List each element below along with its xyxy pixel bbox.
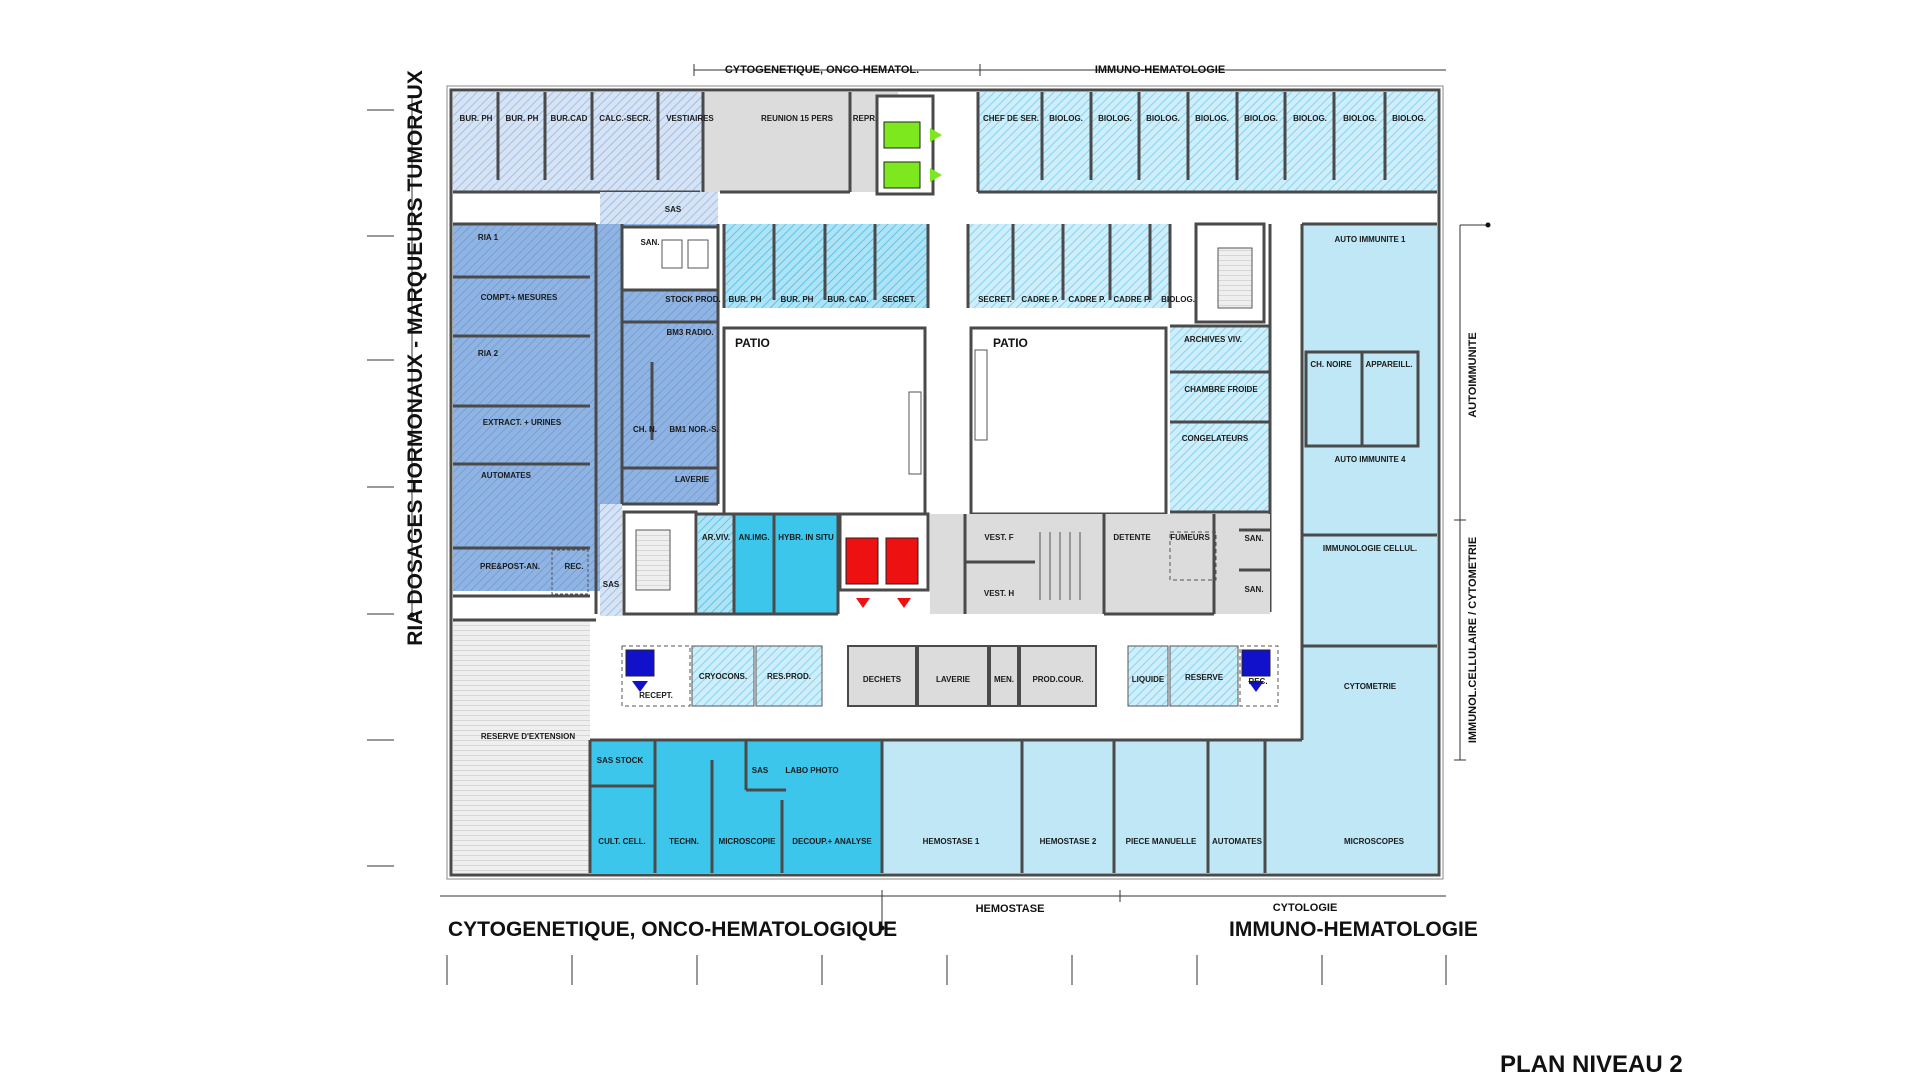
room-label-corr-7: PROD.COUR. (1032, 675, 1083, 684)
room-label-corr-2: CRYOCONS. (699, 672, 747, 681)
room-label-core-stock: STOCK PROD. (665, 295, 720, 304)
room-label-um-5: SECRET. (978, 295, 1012, 304)
room-label-bot-8: DECOUP.+ ANALYSE (792, 837, 872, 846)
room-label-um-9: BIOLOG. (1161, 295, 1195, 304)
room-label-top-2: BUR. PH (506, 114, 539, 123)
room-label-top-8: CHEF DE SER. (983, 114, 1039, 123)
room-label-um-4: SECRET. (882, 295, 916, 304)
room-label-core-sas: SAS (665, 205, 682, 214)
zone-bottom-right-small: CYTOLOGIE (1273, 902, 1338, 914)
zone-top-right: IMMUNO-HEMATOLOGIE (1095, 64, 1225, 76)
room-label-top-15: BIOLOG. (1343, 114, 1377, 123)
room-label-lm-6: FUMEURS (1170, 533, 1210, 542)
room-label-top-7: REPR. (853, 114, 877, 123)
room-label-core-bm3: BM3 RADIO. (666, 328, 713, 337)
room-label-top-5: VESTIAIRES (666, 114, 714, 123)
room-label-lm-1: AR.VIV. (702, 533, 730, 542)
room-label-core-bm1: BM1 NOR.-S. (669, 425, 718, 434)
room-label-bot-13: MICROSCOPES (1344, 837, 1405, 846)
room-label-corr-9: RESERVE (1185, 673, 1224, 682)
room-label-core-sas2: SAS (603, 580, 620, 589)
zone-bottom-mid: HEMOSTASE (976, 903, 1045, 915)
room-label-bot-12: AUTOMATES (1212, 837, 1263, 846)
room-label-ria-4: EXTRACT. + URINES (483, 418, 562, 427)
room-label-core-chn: CH. N. (633, 425, 657, 434)
room-label-lm-9: SAN. (1244, 585, 1263, 594)
room-label-bot-7: MICROSCOPIE (719, 837, 777, 846)
room-label-top-1: BUR. PH (460, 114, 493, 123)
room-label-bot-4: LABO PHOTO (785, 766, 838, 775)
room-label-top-3: BUR.CAD (551, 114, 588, 123)
room-label-bot-5: CULT. CELL. (598, 837, 645, 846)
room-label-auto-5: IMMUNOLOGIE CELLUL. (1323, 544, 1417, 553)
room-label-lm-3: HYBR. IN SITU (778, 533, 834, 542)
room-label-corr-1: RECEPT. (639, 691, 673, 700)
room-label-ria-7: REC. (564, 562, 583, 571)
room-label-core-laverie: LAVERIE (675, 475, 710, 484)
room-label-um-2: BUR. PH (781, 295, 814, 304)
patio-label-east: PATIO (993, 336, 1028, 350)
room-label-corr-8: LIQUIDE (1132, 675, 1165, 684)
room-label-bot-2: SAS STOCK (597, 756, 644, 765)
zone-bottom-left: CYTOGENETIQUE, ONCO-HEMATOLOGIQUE (448, 918, 897, 941)
room-label-corr-4: DECHETS (863, 675, 902, 684)
room-label-ria-1: RIA 1 (478, 233, 499, 242)
room-label-corr-5: LAVERIE (936, 675, 971, 684)
room-label-auto-3: APPAREILL. (1366, 360, 1413, 369)
room-label-um-1: BUR. PH (729, 295, 762, 304)
room-label-top-11: BIOLOG. (1146, 114, 1180, 123)
room-label-um-6: CADRE P. (1021, 295, 1058, 304)
room-label-corr-3: RES.PROD. (767, 672, 811, 681)
room-label-east-1: ARCHIVES VIV. (1184, 335, 1242, 344)
zone-right-upper: AUTOIMMUNITE (1467, 332, 1479, 417)
room-label-bot-3: SAS (752, 766, 769, 775)
room-label-bot-11: PIECE MANUELLE (1126, 837, 1197, 846)
room-label-lm-7: SAN. (1244, 534, 1263, 543)
room-label-top-14: BIOLOG. (1293, 114, 1327, 123)
room-label-lm-4: VEST. F (984, 533, 1013, 542)
room-label-ria-2: COMPT.+ MESURES (481, 293, 558, 302)
room-label-bot-1: RESERVE D'EXTENSION (481, 732, 575, 741)
room-label-lm-2: AN.IMG. (738, 533, 769, 542)
room-label-ria-3: RIA 2 (478, 349, 499, 358)
room-label-corr-10: REC. (1248, 677, 1267, 686)
room-label-bot-6: TECHN. (669, 837, 699, 846)
room-label-top-6: REUNION 15 PERS (761, 114, 834, 123)
room-label-top-4: CALC.-SECR. (599, 114, 651, 123)
room-label-bot-9: HEMOSTASE 1 (923, 837, 980, 846)
zone-left-vertical: RIA DOSAGES HORMONAUX - MARQUEURS TUMORA… (404, 70, 427, 646)
room-label-auto-2: CH. NOIRE (1310, 360, 1352, 369)
room-label-core-san: SAN. (640, 238, 659, 247)
room-label-um-7: CADRE P. (1068, 295, 1105, 304)
room-label-auto-4: AUTO IMMUNITE 4 (1335, 455, 1407, 464)
room-label-um-8: CADRE P. (1113, 295, 1150, 304)
room-label-east-2: CHAMBRE FROIDE (1184, 385, 1258, 394)
zone-top-left: CYTOGENETIQUE, ONCO-HEMATOL. (725, 64, 919, 76)
room-label-ria-6: PRE&POST-AN. (480, 562, 540, 571)
room-label-corr-6: MEN. (994, 675, 1014, 684)
room-label-auto-1: AUTO IMMUNITE 1 (1335, 235, 1407, 244)
zone-right-lower: IMMUNOL.CELLULAIRE / CYTOMETRIE (1467, 537, 1479, 743)
room-label-top-16: BIOLOG. (1392, 114, 1426, 123)
room-label-lm-5: DETENTE (1113, 533, 1151, 542)
room-label-um-3: BUR. CAD. (827, 295, 868, 304)
plan-title: PLAN NIVEAU 2 (1500, 1051, 1683, 1078)
room-label-top-13: BIOLOG. (1244, 114, 1278, 123)
room-label-top-12: BIOLOG. (1195, 114, 1229, 123)
patio-label-west: PATIO (735, 336, 770, 350)
room-label-top-9: BIOLOG. (1049, 114, 1083, 123)
room-label-auto-6: CYTOMETRIE (1344, 682, 1397, 691)
zone-bottom-right: IMMUNO-HEMATOLOGIE (1229, 918, 1478, 941)
room-label-bot-10: HEMOSTASE 2 (1040, 837, 1097, 846)
room-label-east-3: CONGELATEURS (1182, 434, 1249, 443)
room-label-top-10: BIOLOG. (1098, 114, 1132, 123)
room-label-ria-5: AUTOMATES (481, 471, 532, 480)
room-label-lm-8: VEST. H (984, 589, 1014, 598)
